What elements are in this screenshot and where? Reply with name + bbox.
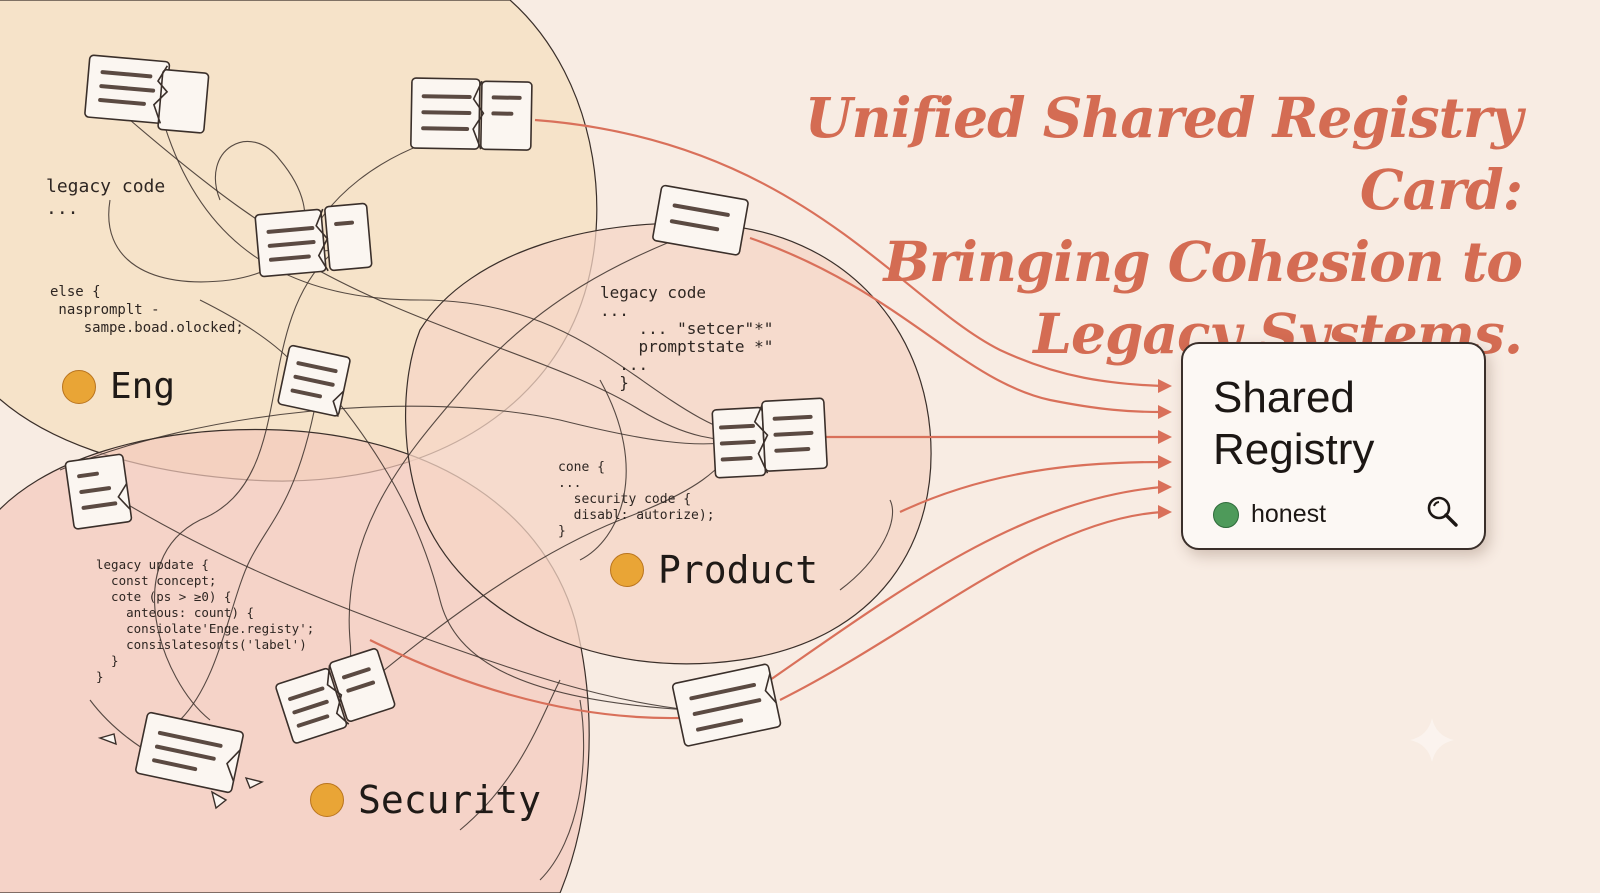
title-line: Bringing Cohesion to — [883, 229, 1523, 294]
card-title-line: Registry — [1213, 425, 1375, 474]
arrow-4 — [899, 460, 1163, 513]
page-title: Unified Shared Registry Card: Bringing C… — [722, 82, 1523, 370]
card-title-line: Shared — [1213, 373, 1355, 422]
arrow-2 — [749, 236, 1163, 414]
team-dot — [62, 369, 96, 404]
status-dot — [1213, 501, 1239, 528]
arrow-5 — [769, 485, 1163, 681]
team-name: Product — [658, 548, 819, 592]
code-snippet-security: legacy update { const concept; cote (ps … — [96, 557, 315, 684]
registry-arrows — [369, 118, 1163, 720]
status-indicator: honest — [1213, 500, 1326, 529]
paper-shards — [97, 733, 265, 810]
document-icon — [410, 77, 533, 151]
card-title: Shared Registry — [1213, 372, 1374, 476]
team-dot — [610, 553, 644, 587]
arrow-7 — [369, 639, 681, 720]
search-icon[interactable] — [1425, 494, 1459, 528]
arrow-6 — [779, 510, 1163, 701]
team-name: Eng — [110, 366, 176, 407]
team-label-product: Product — [610, 548, 818, 592]
team-dot — [310, 783, 344, 817]
code-snippet-eng-else: else { naspromplt - sampe.boad.olocked; — [50, 284, 244, 336]
code-snippet-product-security: cone { ... security code { disabl: autor… — [558, 460, 715, 539]
document-icon — [711, 397, 828, 479]
document-icon — [64, 453, 133, 530]
document-icon — [254, 202, 373, 278]
code-snippet-product-top: legacy code ... ... "setcer"*" promptsta… — [600, 283, 774, 392]
arrow-1 — [534, 118, 1163, 388]
document-icon — [275, 648, 396, 744]
team-label-eng: Eng — [62, 366, 175, 407]
team-label-security: Security — [310, 778, 541, 822]
document-icon — [84, 54, 210, 134]
document-icon — [135, 711, 244, 794]
document-icon — [277, 344, 351, 417]
arrowheads — [1158, 379, 1172, 519]
code-snippet-eng-top: legacy code ... — [46, 176, 166, 219]
document-icon — [671, 663, 782, 747]
document-icon — [652, 184, 749, 256]
status-label: honest — [1251, 500, 1327, 528]
title-line: Unified Shared Registry Card: — [804, 85, 1523, 222]
sparkle-icon — [1410, 718, 1454, 762]
shared-registry-card[interactable]: Shared Registry honest — [1181, 342, 1486, 550]
team-name: Security — [358, 778, 542, 822]
